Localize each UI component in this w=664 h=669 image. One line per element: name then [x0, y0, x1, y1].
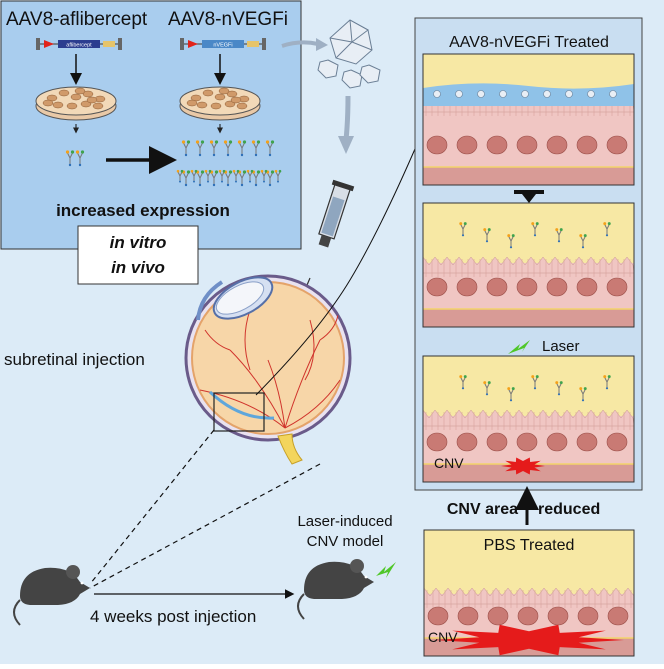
connector-dashed: [89, 463, 321, 589]
flow-arrow: [281, 40, 319, 48]
flow-arrow: [343, 95, 351, 141]
aav-capsid-icon: [317, 59, 381, 89]
cnv-area-label: CNV area: [447, 501, 518, 518]
in-vitro-label: in vitro: [110, 233, 167, 252]
retina-section-3: [423, 356, 634, 482]
retina-section-2: [423, 203, 634, 327]
aav-capsid-icon: [329, 19, 373, 65]
syringe-icon: [318, 179, 355, 248]
cnv-label-treated: CNV: [434, 455, 464, 471]
protein-cluster-icon: [65, 140, 282, 187]
model-label-line1: Laser-induced: [297, 513, 392, 530]
cnv-label-pbs: CNV: [428, 629, 458, 645]
increased-expression-label: increased expression: [56, 201, 230, 220]
nvegfi-cassette-label: nVEGFi: [213, 43, 232, 49]
pbs-panel: PBS Treated CNV: [423, 529, 635, 657]
retina-section-1: [423, 54, 634, 185]
timeline-label: 4 weeks post injection: [90, 607, 256, 626]
treated-panel: AAV8-nVEGFi Treated Laser CNV: [414, 17, 643, 491]
nvegfi-cassette-icon: nVEGFi: [180, 38, 266, 50]
model-label-line2: CNV model: [307, 533, 384, 550]
eye-illustration: [184, 274, 352, 465]
in-vitro-panel: AAV8-aflibercept AAV8-nVEGFi aflibercept…: [0, 0, 302, 285]
aav8-aflibercept-label: AAV8-aflibercept: [6, 9, 148, 30]
down-arrow-icon: [514, 190, 544, 203]
connector-line: [255, 141, 419, 396]
aflibercept-cassette-icon: aflibercept: [36, 38, 122, 50]
in-vivo-label: in vivo: [111, 258, 165, 277]
culture-dish-icon: [179, 86, 261, 121]
laser-bolt-icon: [376, 562, 396, 578]
mouse-icon: [297, 559, 374, 620]
zoom-box: [213, 392, 265, 432]
reduced-label: reduced: [538, 501, 600, 518]
pbs-title: PBS Treated: [484, 537, 575, 554]
culture-dish-icon: [35, 86, 117, 121]
aflibercept-cassette-label: aflibercept: [66, 43, 92, 49]
laser-label: Laser: [542, 338, 580, 355]
connector-dashed: [89, 429, 215, 585]
treated-title: AAV8-nVEGFi Treated: [449, 34, 609, 51]
mouse-icon: [13, 565, 90, 626]
subretinal-injection-label: subretinal injection: [4, 350, 145, 369]
methods-box: [77, 225, 199, 285]
aav8-nvegfi-label: AAV8-nVEGFi: [168, 9, 288, 30]
retina-section-pbs: [424, 530, 634, 656]
laser-bolt-icon: [508, 340, 530, 354]
